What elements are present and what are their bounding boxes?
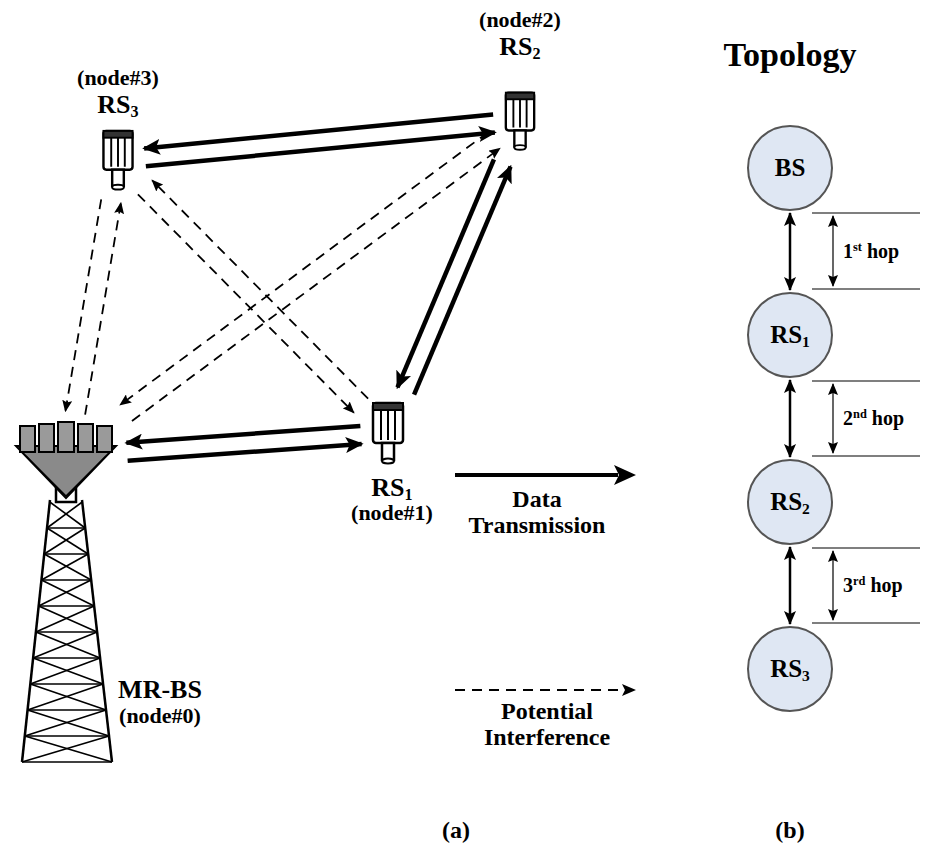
hop-link [789, 213, 792, 290]
node-label: RS1 [770, 321, 810, 349]
panel-label: (b) [775, 817, 804, 843]
topology-circle: RS1 [747, 292, 833, 378]
legend-samples [455, 465, 636, 696]
data-transmission-arrow [126, 426, 360, 443]
hop-label: 1st hop [843, 240, 899, 262]
hop-link [789, 380, 792, 457]
legend-solid-arrow [455, 473, 618, 477]
legend-dashed-arrow [455, 689, 624, 691]
node-label: BS [775, 154, 806, 182]
node-label: RS3 [770, 655, 810, 683]
relay-antenna-icon [370, 400, 406, 466]
tower-illustration [16, 422, 116, 762]
data-transmission-arrow [146, 132, 495, 166]
hop-label: 3rd hop [843, 574, 903, 596]
node-label: (node#1) [351, 501, 433, 525]
panel-title: Topology [724, 36, 857, 73]
relay-antenna-icon [503, 88, 537, 154]
data-transmission-arrow [144, 115, 493, 149]
node-label: RS1 [371, 474, 412, 503]
interference-arrow [152, 180, 368, 398]
hop-label: 2nd hop [843, 407, 904, 429]
data-transmission-arrow [414, 167, 510, 395]
interference-arrow [138, 194, 354, 412]
data-transmission-arrow [128, 444, 362, 461]
relay-station: (node#3)RS3 [55, 62, 180, 197]
node-label: MR-BS [118, 676, 202, 705]
node-label: RS3 [97, 91, 138, 120]
relay-station: (node#2)RS2 [455, 4, 585, 159]
node-label: RS2 [499, 33, 540, 62]
topology-circle: BS [747, 125, 833, 211]
topology-circle: RS3 [747, 626, 833, 712]
interference-arrow [120, 132, 488, 405]
legend-arrowhead [622, 684, 636, 696]
node-label: (node#0) [119, 704, 201, 728]
interference-arrow [85, 203, 121, 415]
base-station: MR-BS(node#0) [5, 415, 235, 735]
relay-station: RS1(node#1) [335, 395, 450, 527]
topology-circle: RS2 [747, 459, 833, 545]
legend-text: Potential Interference [472, 698, 622, 751]
data-transmission-arrow [397, 159, 493, 387]
hop-link [789, 547, 792, 624]
interference-arrow [132, 148, 500, 421]
node-label: RS2 [770, 488, 810, 516]
relay-antenna-icon [100, 128, 136, 192]
node-label: (node#2) [479, 8, 561, 32]
interference-arrow [65, 199, 101, 411]
legend-arrowhead [614, 465, 636, 485]
node-label: (node#3) [77, 66, 159, 90]
panel-label: (a) [442, 817, 470, 843]
legend-text: Data Transmission [462, 486, 612, 539]
hop-brackets [812, 213, 920, 623]
